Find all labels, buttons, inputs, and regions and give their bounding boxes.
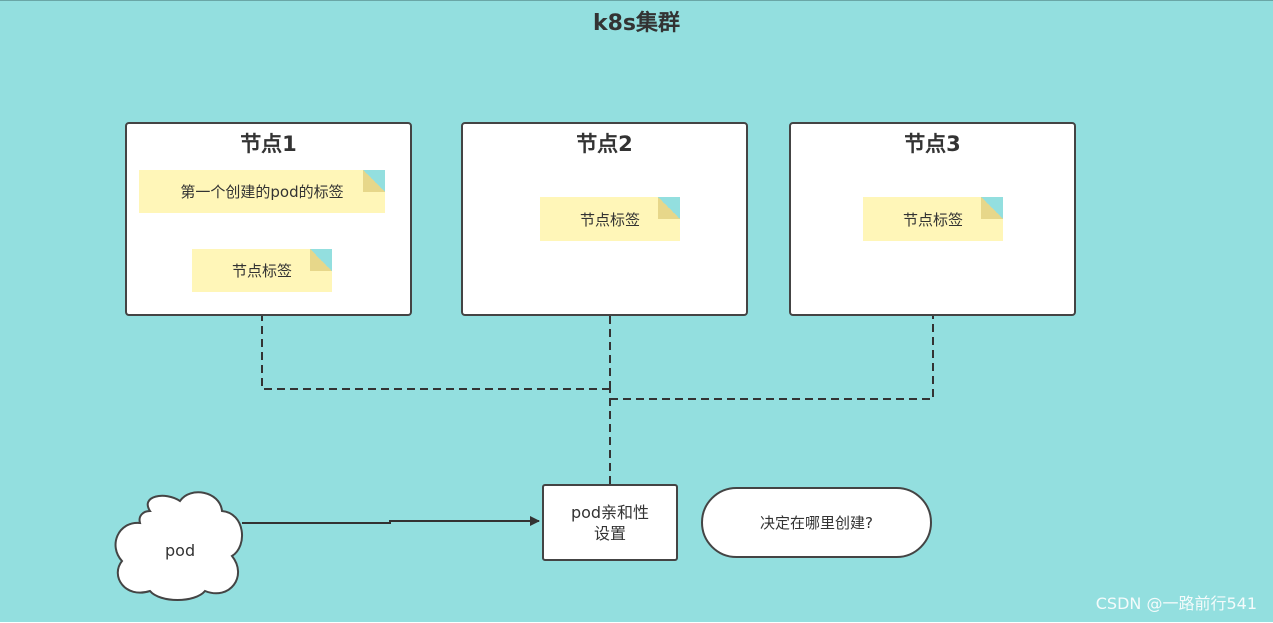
pod-affinity-line1: pod亲和性 — [570, 502, 650, 522]
node-2-label-text: 节点标签 — [579, 210, 640, 229]
node-2-title: 节点2 — [576, 132, 633, 156]
node-3-title: 节点3 — [904, 132, 961, 156]
note-fold-icon — [981, 197, 1003, 219]
pod-affinity-box: pod亲和性 设置 — [542, 484, 678, 561]
note-fold-icon — [658, 197, 680, 219]
node-1-label-note: 节点标签 — [192, 249, 332, 292]
dashed-to-node1 — [257, 294, 610, 390]
pod-label-note: 第一个创建的pod的标签 — [139, 170, 385, 213]
note-fold-icon — [310, 249, 332, 271]
node-3-label-text: 节点标签 — [902, 210, 963, 229]
decision-text: 决定在哪里创建? — [760, 514, 873, 532]
node-1-title: 节点1 — [240, 132, 297, 156]
pod-cloud-label: pod — [165, 541, 196, 560]
cluster-title: k8s集群 — [592, 11, 681, 36]
note-fold-icon — [363, 170, 385, 192]
node-3-label-note: 节点标签 — [863, 197, 1003, 241]
node-2: 节点2 — [461, 122, 748, 316]
node-1-label-text: 节点标签 — [231, 262, 292, 280]
arrow-pod-to-affinity — [242, 516, 540, 526]
dashed-to-node3 — [610, 242, 938, 400]
node-2-label-note: 节点标签 — [540, 197, 680, 241]
pod-label-text: 第一个创建的pod的标签 — [180, 183, 344, 201]
decision-pill: 决定在哪里创建? — [701, 487, 932, 558]
pod-cloud-shape — [114, 491, 243, 601]
watermark: CSDN @一路前行541 — [1095, 594, 1257, 613]
pod-affinity-line2: 设置 — [593, 523, 626, 543]
